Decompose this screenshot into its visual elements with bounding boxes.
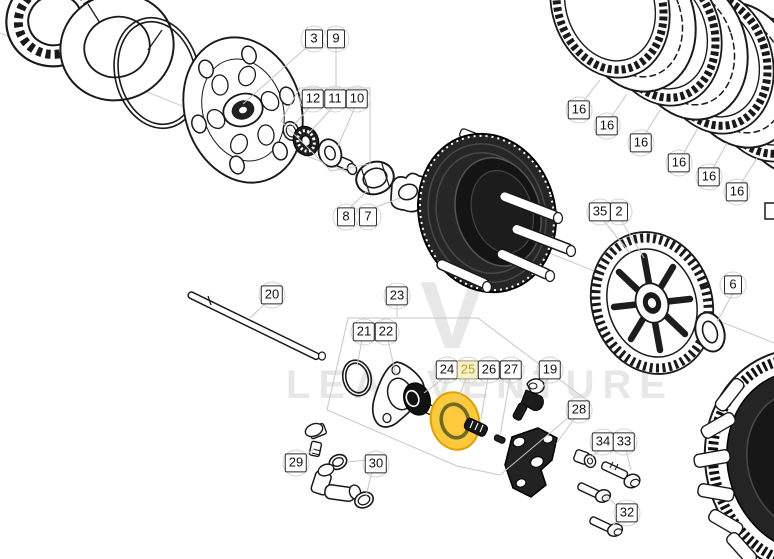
part-clutch-plate-stack [549,0,774,177]
callout-30[interactable]: 30 [364,454,388,474]
callout-33[interactable]: 33 [612,432,636,452]
callout-19[interactable]: 19 [538,360,562,380]
callout-2[interactable]: 2 [610,202,628,222]
callout-21[interactable]: 21 [352,322,376,342]
part-pin-27 [493,434,506,444]
callout-16-3[interactable]: 16 [629,133,653,153]
callout-12[interactable]: 12 [301,89,325,109]
part-nut-8 [355,160,395,196]
callout-27[interactable]: 27 [499,360,523,380]
callout-26[interactable]: 26 [477,360,501,380]
callout-partial-edge [764,202,774,220]
part-lever-19 [512,378,545,421]
highlight-ring [439,402,471,440]
part-bolt-29 [304,422,328,458]
callout-20[interactable]: 20 [260,285,284,305]
highlighted-part-25[interactable] [424,387,485,455]
part-bracket-28 [504,427,558,498]
callout-10[interactable]: 10 [345,89,369,109]
part-pressure-disc [182,36,304,184]
part-spring-26 [463,417,489,437]
part-oring-21 [341,359,373,397]
callout-7[interactable]: 7 [359,207,377,227]
part-clutch-basket [693,348,774,559]
part-orings-elbow-30 [310,453,374,509]
callout-6[interactable]: 6 [724,275,742,295]
callout-35[interactable]: 35 [588,202,612,222]
callout-16-1[interactable]: 16 [567,100,591,120]
callout-16-2[interactable]: 16 [595,116,619,136]
part-clutch-hub [417,128,577,294]
callout-9[interactable]: 9 [327,29,345,49]
callout-22[interactable]: 22 [374,322,398,342]
callout-16-4[interactable]: 16 [667,153,691,173]
callout-11[interactable]: 11 [324,89,346,109]
part-bolt-33 [600,461,641,489]
part-push-rod [187,291,327,361]
callout-3[interactable]: 3 [305,29,323,49]
part-center-plate [589,231,715,375]
callout-23[interactable]: 23 [385,286,409,306]
callout-29[interactable]: 29 [284,453,308,473]
callout-34[interactable]: 34 [591,432,615,452]
callout-28[interactable]: 28 [567,400,591,420]
part-splined-washer-11 [292,125,320,157]
callout-32[interactable]: 32 [615,503,639,523]
callout-24[interactable]: 24 [435,360,459,380]
callout-guides [242,45,758,527]
highlight-outer [429,391,481,451]
callout-8[interactable]: 8 [337,207,355,227]
callout-25-highlighted[interactable]: 25 [456,360,480,380]
callout-16-6[interactable]: 16 [725,182,749,202]
callout-16-5[interactable]: 16 [697,167,721,187]
part-bushing-34 [573,449,597,469]
part-washer-6 [694,311,726,353]
